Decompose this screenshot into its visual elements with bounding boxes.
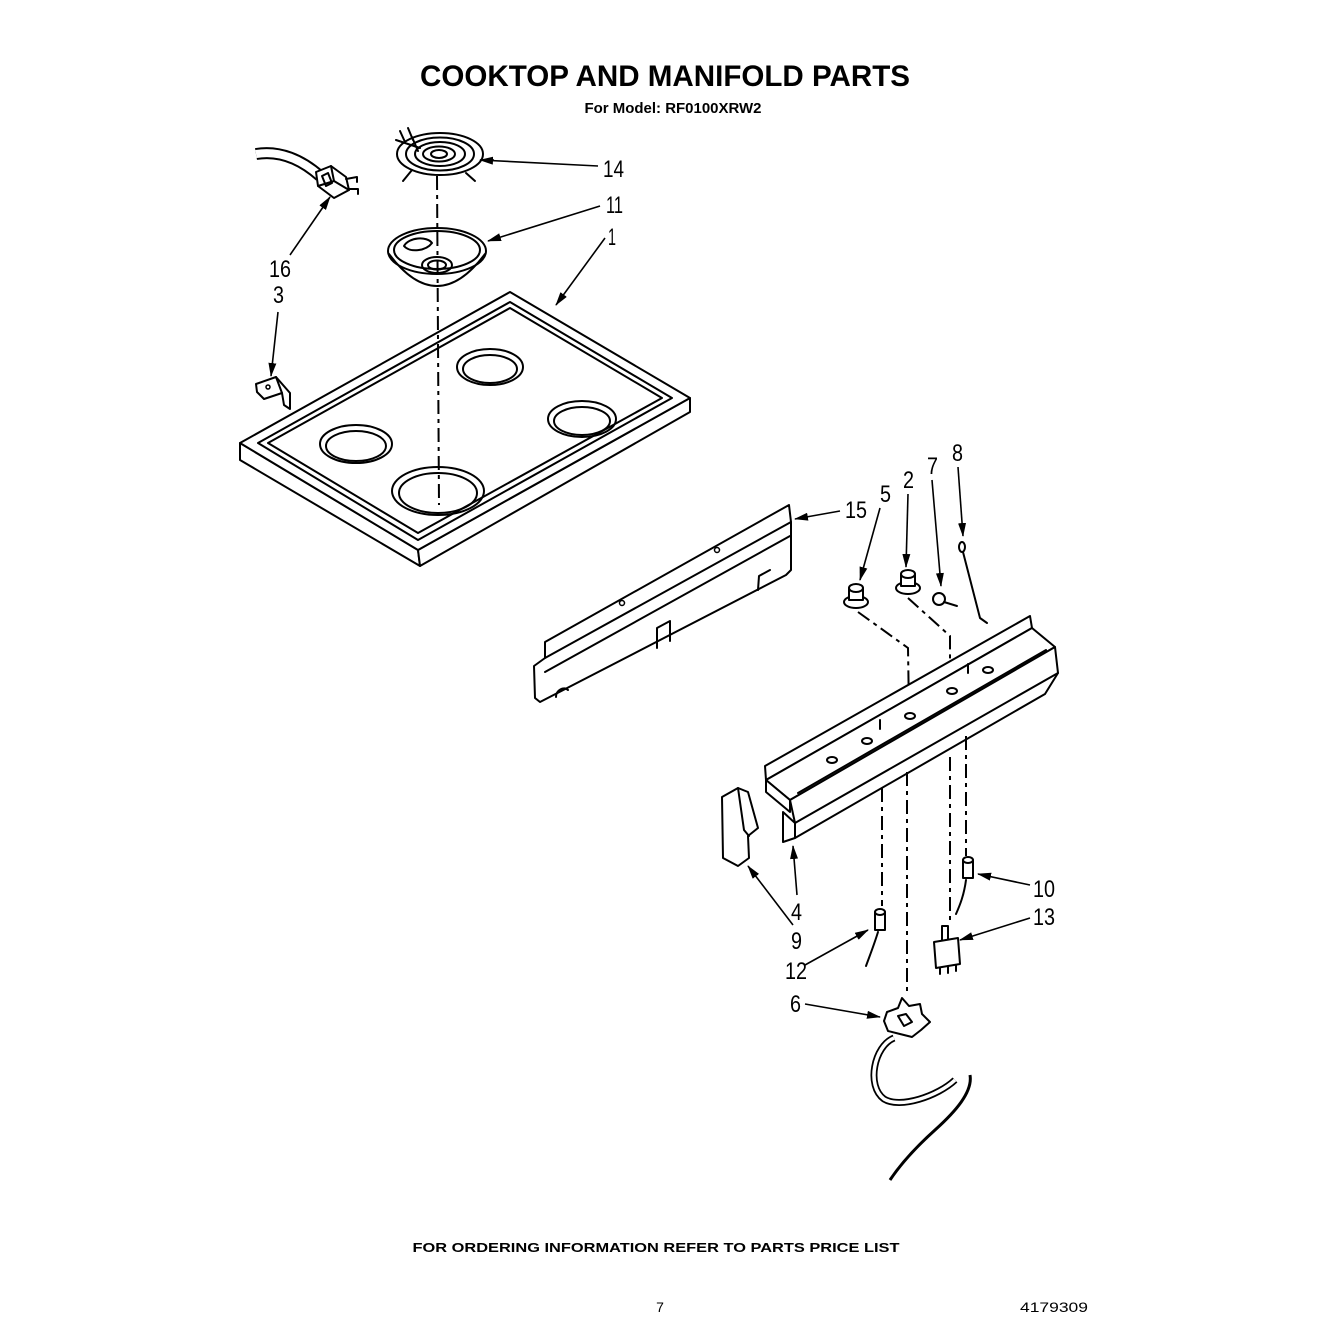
callout-4: 4 xyxy=(791,899,802,926)
page-number: 7 xyxy=(656,1299,664,1315)
assembly-centerline xyxy=(436,175,440,506)
callout-6: 6 xyxy=(790,991,801,1018)
callout-7: 7 xyxy=(927,453,938,480)
surface-element-illustration xyxy=(395,127,494,182)
manifold-illustration xyxy=(764,615,1059,843)
callout-3: 3 xyxy=(273,282,284,309)
page-title: COOKTOP AND MANIFOLD PARTS xyxy=(420,60,910,93)
document-number: 4179309 xyxy=(1020,1299,1088,1315)
terminal-illustration-right xyxy=(955,856,974,915)
lamp-socket-illustration xyxy=(870,997,972,1181)
callout-10: 10 xyxy=(1033,876,1055,903)
switch-illustration xyxy=(933,925,961,975)
callout-11: 11 xyxy=(606,192,623,219)
callout-1: 1 xyxy=(608,224,616,251)
knob-illustration-right xyxy=(895,569,921,595)
cooktop-illustration xyxy=(239,291,691,567)
callout-16: 16 xyxy=(269,256,291,283)
callout-9: 9 xyxy=(791,928,802,955)
bracket-illustration xyxy=(255,376,291,410)
terminal-illustration-left xyxy=(865,908,886,967)
screw-illustration xyxy=(932,592,958,607)
callout-8: 8 xyxy=(952,440,963,467)
callout-15: 15 xyxy=(845,497,867,524)
callout-5: 5 xyxy=(880,481,891,508)
knob-illustration-left xyxy=(843,583,869,609)
callout-14: 14 xyxy=(603,156,624,183)
rod-illustration xyxy=(958,541,988,624)
end-cap-illustration xyxy=(721,787,759,867)
leader-arrows xyxy=(268,156,1031,1019)
model-subtitle: For Model: RF0100XRW2 xyxy=(585,100,762,117)
callout-12: 12 xyxy=(785,958,807,985)
callout-2: 2 xyxy=(903,467,914,494)
control-panel-bracket-illustration xyxy=(533,504,792,703)
callout-13: 13 xyxy=(1033,904,1055,931)
power-cord-illustration xyxy=(255,147,359,199)
ordering-info-footer: FOR ORDERING INFORMATION REFER TO PARTS … xyxy=(413,1241,900,1255)
